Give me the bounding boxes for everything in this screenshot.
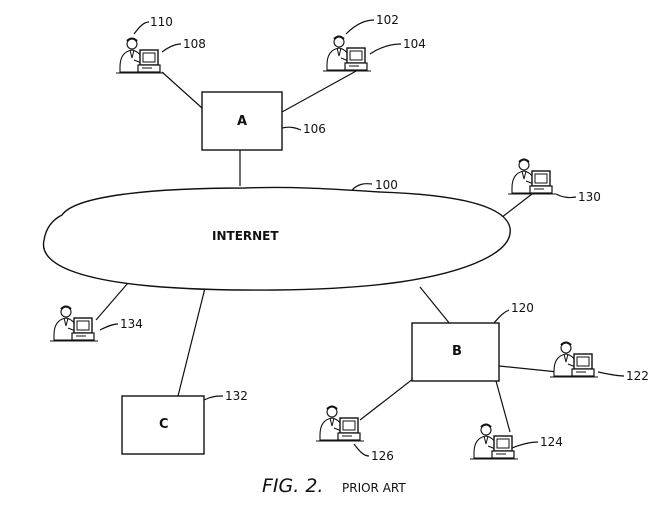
workstation-110-computer-ref: 108: [183, 37, 206, 51]
workstation-110: 110 108: [115, 15, 206, 74]
server-c-label: C: [159, 417, 169, 432]
workstation-124: 124: [469, 423, 563, 460]
workstation-122: 122: [549, 341, 649, 383]
server-c-ref: 132: [225, 389, 248, 403]
figure-caption: FIG. 2. PRIOR ART: [262, 475, 406, 497]
server-a-ref: 106: [303, 122, 326, 136]
server-b-ref: 120: [511, 301, 534, 315]
workstation-102-person-ref: 102: [376, 13, 399, 27]
workstation-126: 126: [315, 405, 394, 463]
user-at-computer-icon: [49, 305, 99, 342]
workstation-110-person-ref: 110: [150, 15, 173, 29]
server-a-label: A: [237, 114, 247, 129]
user-at-computer-icon: [549, 341, 599, 378]
user-at-computer-icon: [115, 37, 165, 74]
workstation-134-ref: 134: [120, 317, 143, 331]
figure-number: FIG. 2.: [262, 475, 323, 497]
workstation-102: 102 104: [322, 13, 426, 72]
internet-ref: 100: [375, 178, 398, 192]
workstation-124-ref: 124: [540, 435, 563, 449]
internet-cloud: INTERNET 100: [42, 178, 511, 291]
internet-label: INTERNET: [212, 229, 279, 243]
workstation-102-computer-ref: 104: [403, 37, 426, 51]
server-b: B 120: [411, 301, 534, 382]
user-at-computer-icon: [469, 423, 519, 460]
server-c: C 132: [121, 389, 248, 455]
workstation-122-ref: 122: [626, 369, 649, 383]
user-at-computer-icon: [507, 158, 557, 195]
figure-subtitle: PRIOR ART: [342, 481, 406, 495]
workstation-134: 134: [49, 305, 143, 342]
server-a: A 106: [201, 91, 326, 151]
workstation-126-ref: 126: [371, 449, 394, 463]
workstation-130: 130: [507, 158, 601, 204]
workstation-130-ref: 130: [578, 190, 601, 204]
user-at-computer-icon: [315, 405, 365, 442]
server-b-label: B: [452, 344, 462, 359]
user-at-computer-icon: [322, 35, 372, 72]
